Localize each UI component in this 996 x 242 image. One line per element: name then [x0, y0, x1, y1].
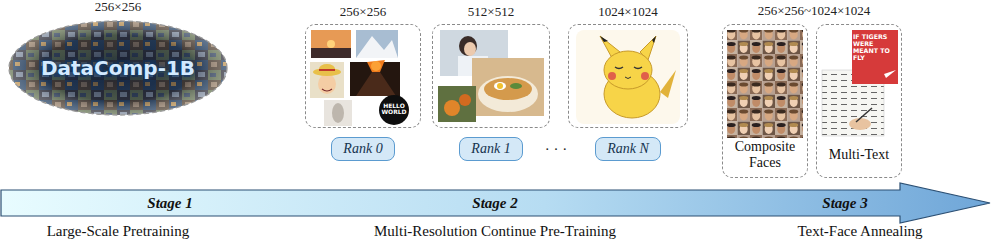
rank-pill: Rank 0: [331, 137, 395, 161]
photo-thumbnails-256: [324, 100, 352, 126]
data-caption: Multi-Text: [820, 137, 898, 173]
photo-thumbnails-256: [332, 103, 344, 123]
cartoon-1024: [634, 67, 642, 69]
stage-label: Stage 3: [822, 195, 867, 212]
text-images: [852, 30, 898, 84]
photo-thumbnails-512: [459, 36, 477, 56]
text-images: [856, 108, 872, 122]
rank-label: Rank 0: [343, 141, 382, 157]
dataset-collage: [9, 21, 227, 115]
cartoon-1024: [576, 30, 680, 124]
photo-thumbnails-256: [356, 72, 396, 96]
photo-thumbnails-512: [510, 83, 522, 89]
photo-thumbnails-512: [494, 82, 506, 90]
cartoon-1024: [641, 72, 649, 80]
stage-arrow: Stage 1 Stage 2 Stage 3: [0, 182, 992, 224]
photo-thumbnails-256: [310, 62, 344, 98]
photo-thumbnails-512: [438, 30, 544, 122]
photo-thumbnails-256: [311, 30, 351, 58]
photo-thumbnails-512: [484, 78, 532, 100]
resolution-label: 256×256: [340, 4, 386, 20]
photo-thumbnails-512: [444, 100, 460, 116]
photo-thumbnails-256: [356, 30, 398, 58]
rank-label: Rank N: [607, 141, 649, 157]
photo-thumbnails-256: [319, 69, 335, 71]
text-images: [849, 118, 871, 130]
stage-description: Multi-Resolution Continue Pre-Training: [374, 223, 616, 239]
resolution-label: 1024×1024: [598, 4, 657, 20]
resolution-group: 1024×1024: [568, 24, 688, 128]
data-caption: Composite Faces: [726, 137, 804, 173]
photo-thumbnails-256: [379, 95, 409, 125]
stage-description: Large-Scale Pretraining: [47, 223, 190, 239]
photo-thumbnails-256: [371, 61, 381, 71]
photo-thumbnails-256: [319, 64, 335, 74]
face-grid: [727, 30, 803, 138]
cartoon-1024: [604, 51, 652, 89]
dataset-collage: [9, 21, 227, 115]
photo-thumbnails-512: [464, 42, 476, 56]
resolution-label: 256×256: [95, 0, 141, 15]
text-images: [884, 70, 896, 78]
cartoon-1024: [625, 77, 631, 79]
dataset-name: DataComp-1B: [41, 56, 195, 80]
resolution-group: 512×512: [432, 24, 550, 128]
dataset-collage: [9, 21, 227, 115]
photo-thumbnails-512: [459, 94, 471, 106]
photo-thumbnails-512: [497, 83, 503, 89]
cartoon-1024: [608, 72, 616, 80]
dataset-ellipse: 256×256DataComp-1B: [8, 20, 228, 116]
photo-thumbnails-256: [311, 48, 351, 58]
data-group: Composite Faces: [722, 24, 808, 178]
arrow-outline: [1, 183, 990, 223]
photo-thumbnails-256: [367, 60, 385, 72]
ellipse-outline: [9, 21, 227, 115]
face-grid: [727, 30, 803, 138]
ellipsis: · · ·: [545, 141, 568, 157]
cartoon-1024: [660, 70, 676, 98]
cartoon-1024: [576, 30, 680, 124]
resolution-label: 512×512: [468, 4, 514, 20]
photo-thumbnails-512: [478, 76, 538, 112]
resolution-label: 256×256~1024×1024: [758, 3, 871, 19]
photo-thumbnails-512: [438, 86, 476, 122]
image-text: HELLO WORLD: [381, 103, 407, 116]
stage-description: Text-Face Annealing: [797, 223, 922, 239]
photo-thumbnails-256: [310, 30, 409, 126]
image-text: IF TIGERS WERE MEANT TO FLY: [853, 34, 897, 62]
photo-thumbnails-256: [356, 36, 398, 58]
rank-label: Rank 1: [471, 141, 510, 157]
cartoon-1024: [600, 36, 608, 42]
cartoon-1024: [652, 36, 656, 43]
cartoon-1024: [615, 67, 623, 69]
stage-label: Stage 2: [472, 195, 517, 212]
photo-thumbnails-256: [322, 89, 332, 91]
photo-thumbnails-256: [327, 40, 335, 48]
photo-thumbnails-256: [350, 62, 400, 96]
stage-label: Stage 1: [147, 195, 192, 212]
photo-thumbnails-256: [318, 74, 336, 94]
rank-pill: Rank N: [595, 137, 661, 161]
photo-thumbnails-512: [472, 58, 544, 116]
text-images: [822, 30, 898, 136]
rank-pill: Rank 1: [459, 137, 523, 161]
